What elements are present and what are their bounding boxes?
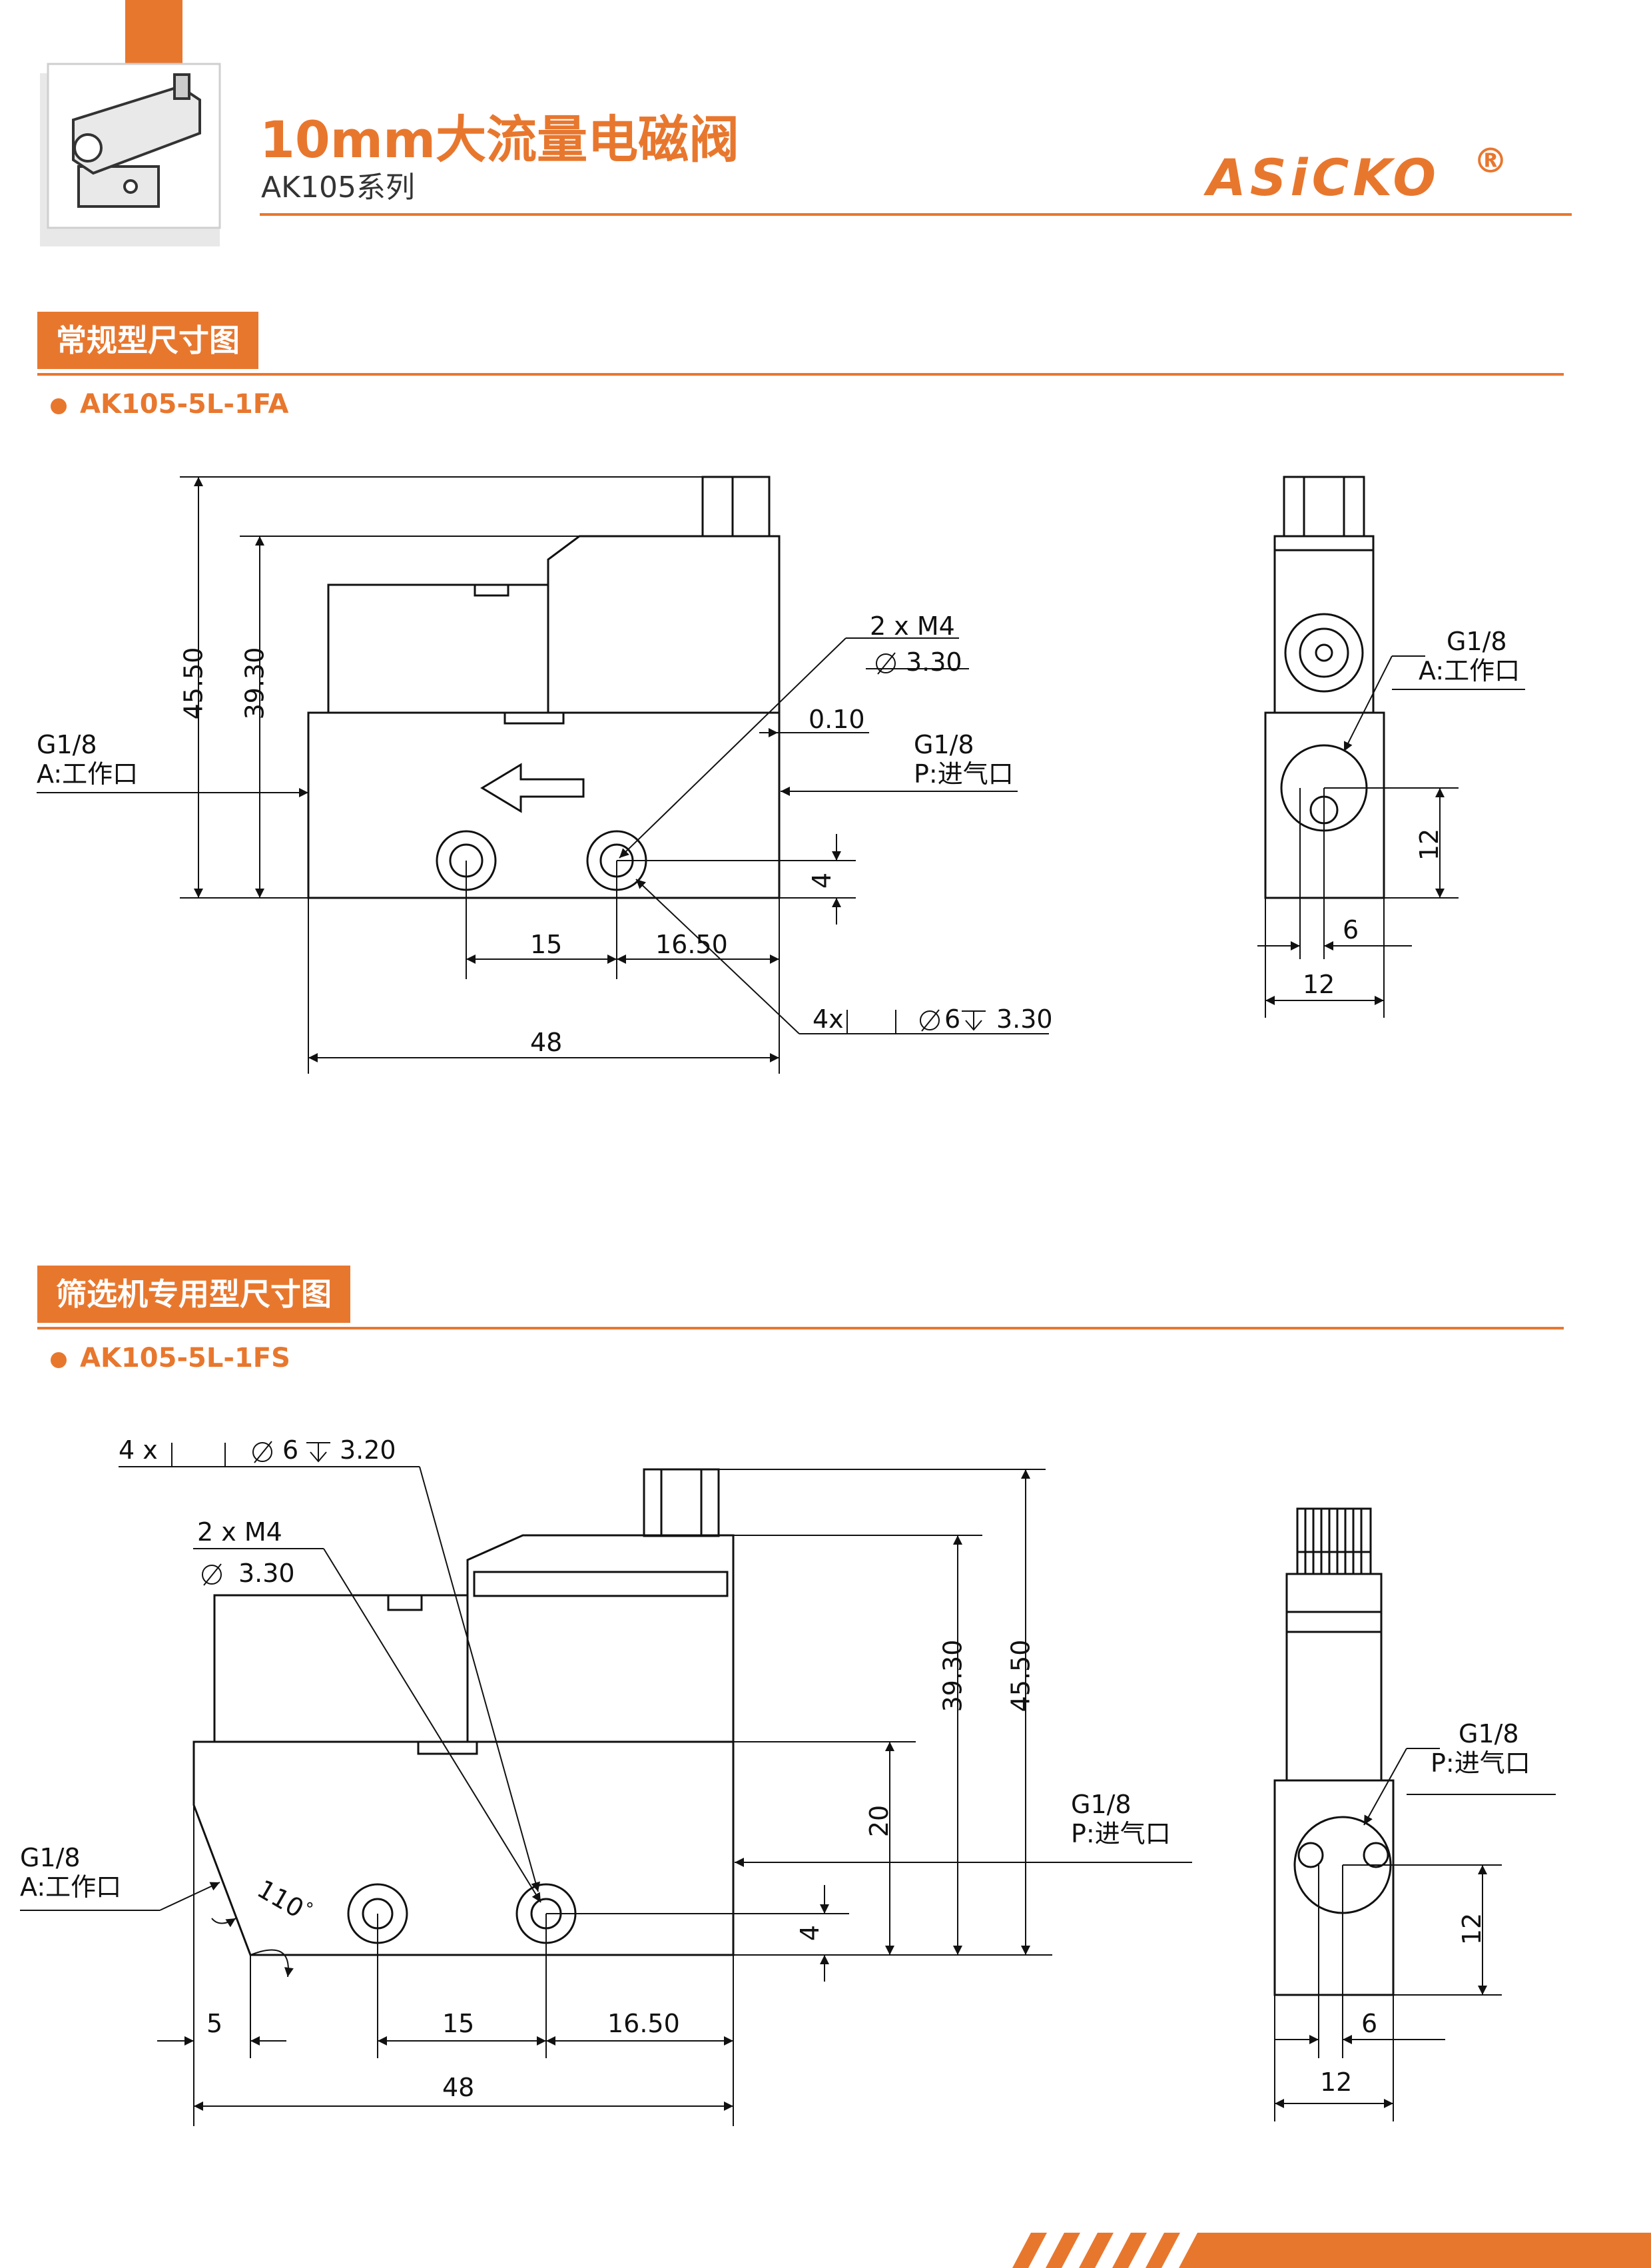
s1-thread-label: 2 x M4 <box>870 611 955 641</box>
footer-stripes <box>1012 2233 1651 2268</box>
s1-hole-note-diameter: 6 <box>944 1004 961 1034</box>
s2-hole-note-prefix: 4 x <box>119 1435 158 1465</box>
s2-side-port-name: P:进气口 <box>1431 1748 1530 1778</box>
s2-right-port-label: G1/8 P:进气口 <box>1071 1790 1171 1848</box>
s1-dim-15: 15 <box>530 930 563 959</box>
section1-model: AK105-5L-1FA <box>80 389 289 420</box>
s2-side-view <box>1273 1507 1395 1996</box>
s2-dim-15: 15 <box>442 2009 475 2038</box>
s2-dim-16-50: 16.50 <box>607 2009 680 2038</box>
s1-side-dim-12-vertical: 12 <box>1415 828 1445 861</box>
s2-side-dim-12-horizontal: 12 <box>1320 2068 1353 2097</box>
s1-dim-0-10: 0.10 <box>809 705 865 734</box>
s1-left-port-name: A:工作口 <box>37 759 139 789</box>
s1-right-port-name: P:进气口 <box>914 759 1014 789</box>
s2-left-port-label: G1/8 A:工作口 <box>20 1843 122 1902</box>
s1-thread-depth: 3.30 <box>906 647 962 677</box>
s2-dim-4: 4 <box>795 1924 825 1942</box>
s1-dim-39-30: 39.30 <box>240 647 270 720</box>
page-title: 10mm大流量电磁阀 <box>260 110 740 169</box>
s1-side-port-name: A:工作口 <box>1419 655 1520 685</box>
s2-side-port-label: G1/8 P:进气口 <box>1431 1719 1530 1778</box>
s2-left-port-thread: G1/8 <box>20 1843 81 1872</box>
s2-dim-20: 20 <box>864 1804 894 1838</box>
s2-right-port-thread: G1/8 <box>1071 1790 1132 1819</box>
header-accent-block <box>125 0 182 64</box>
s2-dim-5: 5 <box>206 2009 223 2038</box>
s2-right-port-name: P:进气口 <box>1071 1818 1171 1848</box>
s2-side-dims <box>1274 1748 1556 2121</box>
s1-side-port-thread: G1/8 <box>1447 627 1507 656</box>
s1-left-port-label: G1/8 A:工作口 <box>37 730 139 789</box>
s2-thread-depth: 3.30 <box>238 1559 295 1588</box>
s1-side-dims <box>1257 655 1525 1018</box>
s2-left-port-name: A:工作口 <box>20 1872 122 1902</box>
s2-dim-48: 48 <box>442 2073 475 2102</box>
s2-side-port-thread: G1/8 <box>1459 1719 1519 1748</box>
s1-dim-4: 4 <box>807 872 837 889</box>
s2-thread-label: 2 x M4 <box>197 1517 282 1547</box>
s1-hole-note-prefix: 4x <box>813 1004 844 1034</box>
s2-hole-note-depth: 3.20 <box>340 1435 396 1465</box>
s1-dim-16-50: 16.50 <box>655 930 728 959</box>
s1-right-port-thread: G1/8 <box>914 730 974 759</box>
s1-hole-note-depth: 3.30 <box>996 1004 1053 1034</box>
s1-left-port-thread: G1/8 <box>37 730 97 759</box>
s1-side-dim-12-horizontal: 12 <box>1303 970 1335 999</box>
s2-dim-39-30: 39.30 <box>938 1639 968 1712</box>
s1-dim-45-50: 45.50 <box>178 647 208 720</box>
s2-hole-note-diameter: 6 <box>282 1435 299 1465</box>
s1-front-dims <box>37 476 1049 1074</box>
s2-dim-45-50: 45.50 <box>1006 1639 1036 1712</box>
s2-front-view <box>192 1468 735 1956</box>
product-thumbnail-icon <box>72 73 201 208</box>
section2-model: AK105-5L-1FS <box>80 1343 290 1373</box>
section1-bullet <box>51 398 67 414</box>
s2-side-dim-6: 6 <box>1361 2009 1378 2038</box>
s2-side-dim-12-vertical: 12 <box>1457 1912 1487 1946</box>
section2-heading: 筛选机专用型尺寸图 <box>37 1266 350 1323</box>
s1-side-port-label: G1/8 A:工作口 <box>1419 627 1520 685</box>
section2-bullet <box>51 1352 67 1368</box>
registered-mark: ® <box>1473 141 1508 181</box>
s1-front-view <box>307 476 781 899</box>
s1-side-dim-6: 6 <box>1343 915 1359 945</box>
section1-heading: 常规型尺寸图 <box>37 312 258 369</box>
brand-logo: ASiCKO <box>1207 148 1441 207</box>
s1-dim-48: 48 <box>530 1028 563 1057</box>
s1-right-port-label: G1/8 P:进气口 <box>914 730 1014 789</box>
page-subtitle: AK105系列 <box>261 171 415 204</box>
s2-front-dims <box>20 1441 1192 2126</box>
